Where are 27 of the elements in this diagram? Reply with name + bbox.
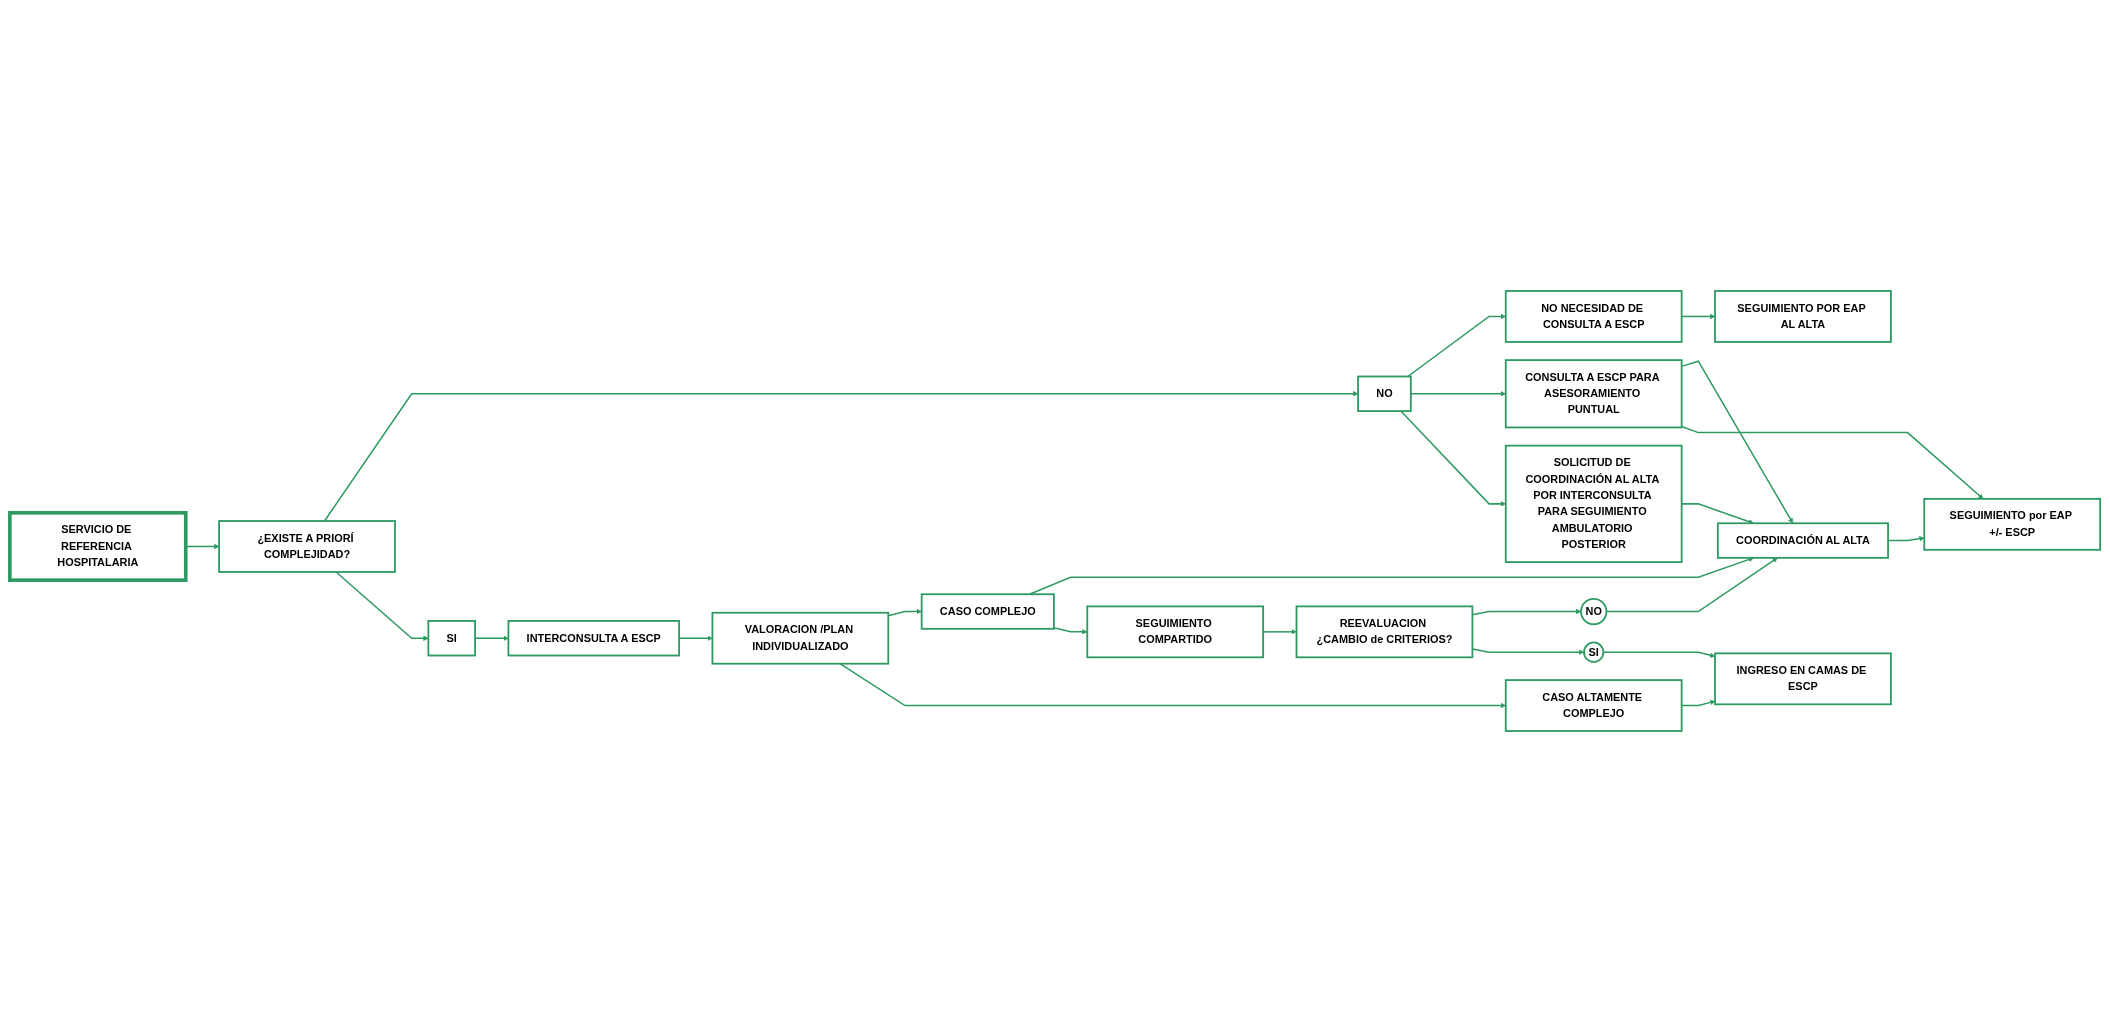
arrow [323,390,1359,522]
arrow [1053,626,1088,634]
arrow [839,662,1506,708]
node-box: VALORACION /PLAN INDIVIDUALIZADO [711,611,890,665]
node-box: SI [427,619,476,656]
arrow [1410,390,1506,396]
node-box: CASO ALTAMENTE COMPLEJO [1504,678,1683,732]
node-box: SEGUIMIENTO COMPARTIDO [1086,604,1265,658]
node-box: SERVICIO DE REFERENCIA HOSPITALARIA [8,510,188,582]
node-box: REEVALUACION ¿CAMBIO de CRITERIOS? [1295,604,1474,658]
node-box: CONSULTA A ESCP PARA ASESORAMIENTO PUNTUAL [1504,358,1683,428]
arrow [1680,425,1984,499]
node-circle: NO [1580,597,1608,625]
node-box: ¿EXISTE A PRIORÍ COMPLEJIDAD? [218,519,396,573]
node-box: SEGUIMIENTO por EAP +/- ESCP [1923,497,2102,551]
node-box: SOLICITUD DE COORDINACIÓN AL ALTA POR INTERCONSULTA PARA SEGUIMIENTO AMBULATORIO POSTERIOR [1504,444,1683,563]
node-box: NO NECESIDAD DE CONSULTA A ESCP [1504,289,1683,343]
node-circle: SI [1583,641,1605,663]
node-box: CASO COMPLEJO [920,592,1055,630]
arrow [1407,313,1506,377]
node-box: NO [1357,375,1412,412]
arrow [335,570,429,641]
node-box: SEGUIMIENTO POR EAP AL ALTA [1714,289,1892,343]
node-box: INTERCONSULTA A ESCP [507,619,680,656]
arrow [1400,409,1506,507]
node-box: INGRESO EN CAMAS DE ESCP [1714,651,1892,705]
node-box: COORDINACIÓN AL ALTA [1716,521,1889,559]
